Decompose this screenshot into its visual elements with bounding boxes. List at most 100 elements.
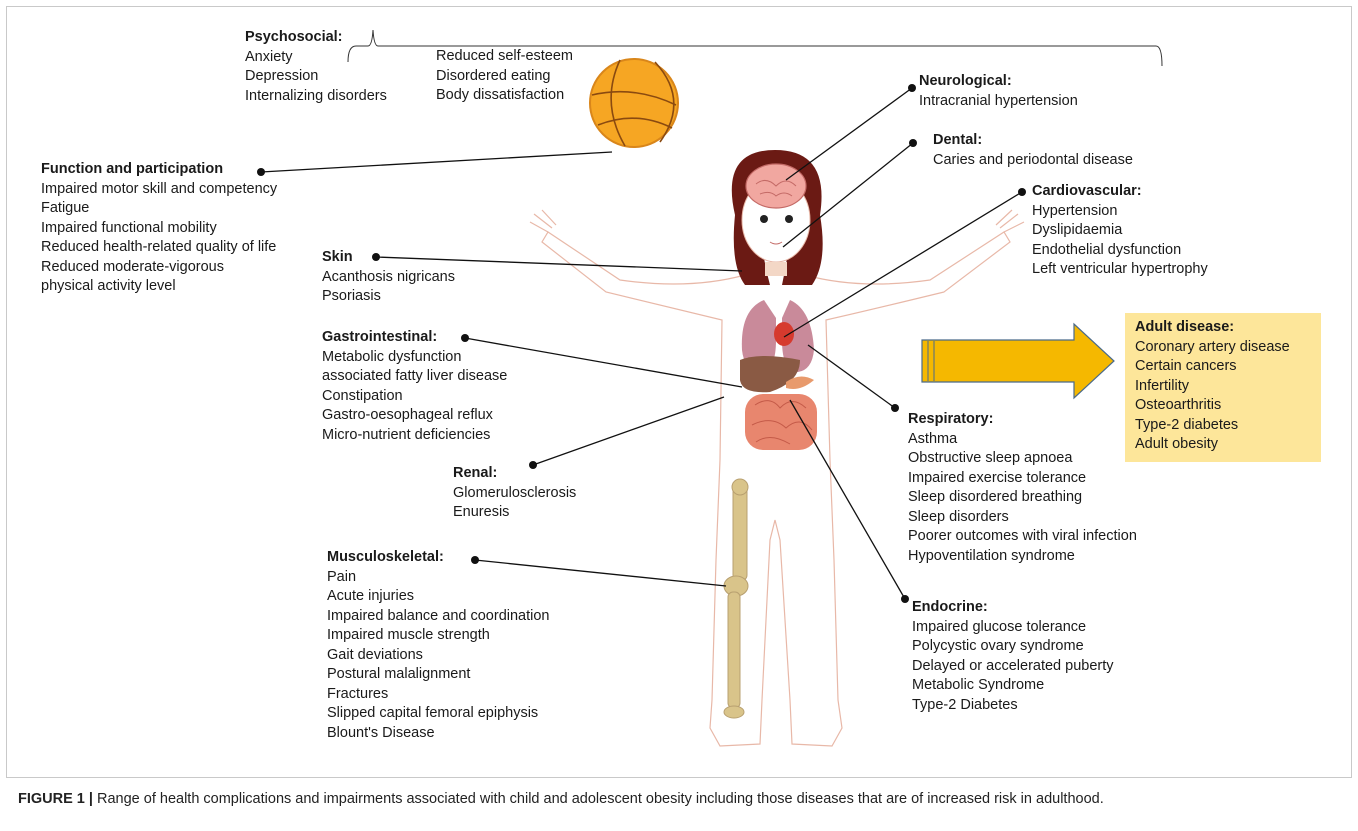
endo-item: Metabolic Syndrome (912, 677, 1045, 693)
gastro-group: Gastrointestinal: Metabolic dysfunction … (322, 328, 507, 445)
musculo-group: Musculoskeletal: Pain Acute injuries Imp… (327, 548, 549, 743)
gastro-item: Metabolic dysfunction (322, 348, 462, 365)
endo-item: Impaired glucose tolerance (912, 618, 1087, 635)
adult-disease-item: Certain cancers (1135, 358, 1237, 374)
musculo-heading: Musculoskeletal: (327, 549, 444, 565)
musculo-item: Acute injuries (327, 588, 415, 604)
connector-dots (257, 84, 1026, 603)
dental-heading: Dental: (933, 132, 983, 148)
resp-item: Sleep disorders (908, 508, 1009, 525)
function-item: Fatigue (41, 200, 90, 216)
musculo-item: Fractures (327, 685, 389, 702)
neck (765, 262, 787, 276)
basketball-icon (589, 58, 679, 148)
right-eye (785, 215, 793, 223)
body-outline (529, 209, 1025, 747)
resp-heading: Respiratory: (908, 411, 994, 427)
cardio-item: Endothelial dysfunction (1032, 241, 1182, 258)
dental-item: Caries and periodontal disease (933, 151, 1133, 168)
resp-item: Poorer outcomes with viral infection (908, 528, 1137, 544)
figure-frame (6, 6, 1352, 778)
cardio-item: Left ventricular hypertrophy (1032, 261, 1208, 277)
connector-lines (260, 87, 1023, 600)
renal-item: Glomerulosclerosis (453, 484, 577, 501)
function-item: Reduced moderate-vigorous (41, 258, 224, 275)
dental-group: Dental: Caries and periodontal disease (933, 131, 1133, 170)
renal-group: Renal: Glomerulosclerosis Enuresis (453, 464, 576, 523)
adult-disease-item: Osteoarthritis (1135, 397, 1222, 413)
gastro-heading: Gastrointestinal: (322, 329, 438, 345)
function-item: physical activity level (41, 278, 176, 294)
musculo-item: Slipped capital femoral epiphysis (327, 705, 539, 721)
musculo-item: Pain (327, 568, 357, 585)
renal-heading: Renal: (453, 465, 498, 481)
skin-item: Acanthosis nigricans (322, 268, 455, 285)
liver-icon (740, 356, 800, 393)
gastro-item: Micro-nutrient deficiencies (322, 426, 491, 443)
mouth (769, 241, 783, 245)
function-heading: Function and participation (41, 161, 224, 177)
musculo-item: Impaired balance and coordination (327, 607, 550, 624)
adult-arrow-icon (921, 322, 1115, 400)
adult-disease-box: Adult disease: Coronary artery disease C… (1125, 313, 1321, 462)
adult-disease-item: Adult obesity (1135, 436, 1219, 452)
neuro-group: Neurological: Intracranial hypertension (919, 72, 1078, 111)
psychosocial-item: Reduced self-esteem (436, 48, 574, 64)
brain-icon (745, 163, 807, 209)
adult-disease-heading: Adult disease: (1135, 319, 1235, 335)
psychosocial-item: Anxiety (245, 48, 293, 65)
adult-disease-item: Coronary artery disease (1135, 338, 1290, 355)
adult-disease-item: Type-2 diabetes (1135, 416, 1239, 433)
psychosocial-item: Internalizing disorders (245, 87, 387, 104)
musculo-item: Impaired muscle strength (327, 627, 490, 643)
figure-caption: FIGURE 1 | Range of health complications… (18, 789, 1338, 809)
endo-item: Type-2 Diabetes (912, 696, 1018, 713)
intestines-icon (745, 394, 817, 450)
gastro-item: Gastro-oesophageal reflux (322, 407, 493, 423)
gastro-item: associated fatty liver disease (322, 368, 508, 384)
adult-disease-item: Infertility (1135, 377, 1189, 394)
endo-item: Polycystic ovary syndrome (912, 638, 1084, 654)
neuro-heading: Neurological: (919, 73, 1012, 89)
skin-group: Skin Acanthosis nigricans Psoriasis (322, 248, 455, 307)
gastro-item: Constipation (322, 387, 403, 404)
psychosocial-heading: Psychosocial: (245, 29, 343, 45)
left-eye (760, 215, 768, 223)
renal-item: Enuresis (453, 504, 510, 520)
endo-group: Endocrine: Impaired glucose tolerance Po… (912, 598, 1114, 715)
lungs-icon (741, 300, 814, 372)
musculo-item: Gait deviations (327, 646, 423, 663)
cardio-item: Dyslipidaemia (1032, 222, 1123, 238)
resp-item: Sleep disordered breathing (908, 489, 1083, 505)
psychosocial-item: Depression (245, 68, 319, 84)
psychosocial-item: Disordered eating (436, 67, 551, 84)
cardio-group: Cardiovascular: Hypertension Dyslipidaem… (1032, 182, 1208, 280)
heart-icon (774, 322, 794, 346)
resp-group: Respiratory: Asthma Obstructive sleep ap… (908, 410, 1137, 566)
psychosocial-group-col2: Reduced self-esteem Disordered eating Bo… (436, 47, 573, 106)
psychosocial-item: Body dissatisfaction (436, 87, 565, 103)
leg-bones-icon (723, 478, 749, 719)
skin-item: Psoriasis (322, 288, 381, 304)
endo-item: Delayed or accelerated puberty (912, 657, 1114, 674)
musculo-item: Postural malalignment (327, 666, 471, 682)
psychosocial-group: Psychosocial: Anxiety Depression Interna… (245, 28, 387, 106)
neuro-item: Intracranial hypertension (919, 92, 1078, 109)
resp-item: Asthma (908, 430, 958, 447)
endo-heading: Endocrine: (912, 599, 988, 615)
psychosocial-brace (347, 29, 1163, 67)
resp-item: Impaired exercise tolerance (908, 469, 1087, 486)
resp-item: Obstructive sleep apnoea (908, 450, 1073, 466)
pancreas-icon (786, 376, 814, 389)
caption-text: Range of health complications and impair… (92, 791, 1104, 807)
function-group: Function and participation Impaired moto… (41, 160, 277, 297)
cardio-heading: Cardiovascular: (1032, 183, 1142, 199)
function-item: Impaired motor skill and competency (41, 180, 278, 197)
cardio-item: Hypertension (1032, 202, 1118, 219)
function-item: Reduced health-related quality of life (41, 239, 277, 255)
resp-item: Hypoventilation syndrome (908, 547, 1075, 564)
function-item: Impaired functional mobility (41, 219, 217, 236)
musculo-item: Blount's Disease (327, 724, 435, 741)
skin-heading: Skin (322, 249, 353, 265)
